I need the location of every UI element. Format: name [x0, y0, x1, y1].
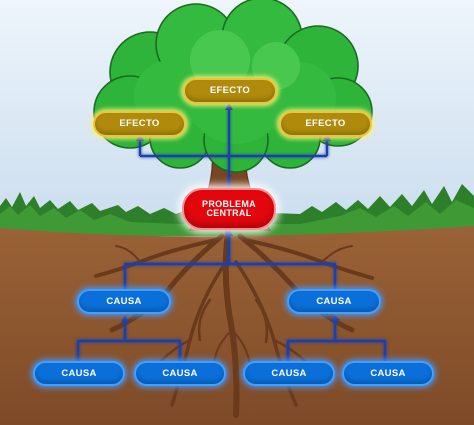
effect-node-top: EFECTO: [183, 78, 277, 104]
effect-top-label: EFECTO: [209, 85, 251, 97]
central-problem-node: PROBLEMA CENTRAL: [182, 188, 276, 230]
effect-node-right: EFECTO: [279, 111, 372, 137]
effect-node-left: EFECTO: [93, 111, 186, 137]
cause-arrowheads: [121, 229, 339, 322]
central-problem-label: PROBLEMA CENTRAL: [202, 198, 256, 218]
effect-right-label: EFECTO: [305, 118, 346, 130]
cause-connectors: [76, 232, 387, 362]
cause-node-primary-left: CAUSA: [77, 289, 171, 314]
effect-left-label: EFECTO: [119, 118, 160, 130]
cause-node-secondary-3: CAUSA: [243, 361, 335, 386]
cause-node-secondary-4: CAUSA: [342, 361, 434, 386]
cause-secondary-1-label: CAUSA: [61, 367, 97, 379]
effect-arrowheads: [136, 103, 331, 141]
cause-node-primary-right: CAUSA: [287, 289, 381, 314]
cause-primary-left-label: CAUSA: [106, 295, 142, 307]
cause-secondary-2-label: CAUSA: [162, 367, 198, 379]
cause-secondary-3-label: CAUSA: [271, 367, 307, 379]
cause-secondary-4-label: CAUSA: [370, 367, 406, 379]
cause-primary-right-label: CAUSA: [316, 295, 352, 307]
grass-highlight: [0, 200, 474, 236]
cause-node-secondary-1: CAUSA: [33, 361, 125, 386]
cause-node-secondary-2: CAUSA: [134, 361, 226, 386]
